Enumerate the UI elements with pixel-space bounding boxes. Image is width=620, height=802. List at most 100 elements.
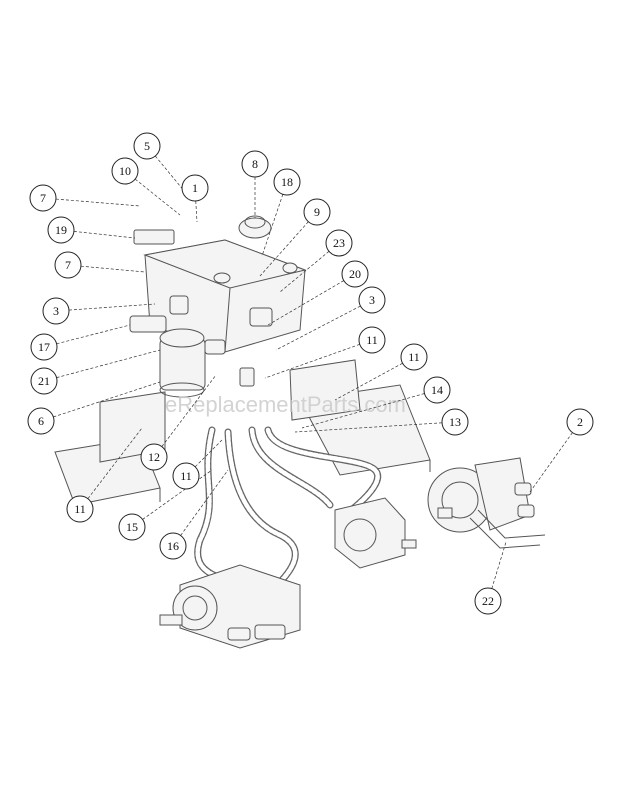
callout-label: 3 <box>53 304 59 318</box>
callout-13: 13 <box>441 408 469 436</box>
callout-circle <box>273 168 301 196</box>
callout-circle <box>341 260 369 288</box>
callout-label: 8 <box>252 157 258 171</box>
drive-pump-left <box>159 564 301 649</box>
callout-16: 16 <box>159 532 187 560</box>
callout-label: 6 <box>38 414 44 428</box>
callout-label: 11 <box>408 350 420 364</box>
callout-circle <box>66 495 94 523</box>
callout-circle <box>423 376 451 404</box>
callout-label: 12 <box>148 450 160 464</box>
callout-circle <box>358 326 386 354</box>
hydraulic-filter <box>159 328 206 398</box>
callout-21: 21 <box>30 367 58 395</box>
callout-8: 8 <box>241 150 269 178</box>
callout-circle <box>303 198 331 226</box>
callout-22: 22 <box>474 587 502 615</box>
callout-circle <box>159 532 187 560</box>
callout-label: 11 <box>74 502 86 516</box>
callout-label: 3 <box>369 293 375 307</box>
leader-line-3 <box>68 303 156 311</box>
callout-3: 3 <box>358 286 386 314</box>
leader-line-17 <box>56 324 131 345</box>
callout-label: 10 <box>119 164 131 178</box>
callout-circle <box>54 251 82 279</box>
callout-5: 5 <box>133 132 161 160</box>
callout-15: 15 <box>118 513 146 541</box>
callout-9: 9 <box>303 198 331 226</box>
callout-label: 2 <box>577 415 583 429</box>
bracket-19 <box>133 229 175 245</box>
leader-line-7 <box>55 198 141 207</box>
wheel-motor-right <box>427 457 546 549</box>
fittings <box>129 295 273 387</box>
callout-circle <box>133 132 161 160</box>
callout-circle <box>181 174 209 202</box>
callout-circle <box>42 297 70 325</box>
callout-label: 15 <box>126 520 138 534</box>
callout-11: 11 <box>400 343 428 371</box>
callout-circle <box>566 408 594 436</box>
callout-6: 6 <box>27 407 55 435</box>
callout-label: 7 <box>65 258 71 272</box>
callout-17: 17 <box>30 333 58 361</box>
leader-line-6 <box>53 381 161 418</box>
callout-label: 18 <box>281 175 293 189</box>
callout-20: 20 <box>341 260 369 288</box>
callout-label: 7 <box>40 191 46 205</box>
frame-rails <box>54 359 431 520</box>
callout-14: 14 <box>423 376 451 404</box>
callout-circle <box>140 443 168 471</box>
callout-circle <box>30 367 58 395</box>
leader-line-21 <box>56 349 161 378</box>
callout-circle <box>29 184 57 212</box>
callout-circle <box>118 513 146 541</box>
callout-circle <box>27 407 55 435</box>
callout-11: 11 <box>66 495 94 523</box>
leader-line-14 <box>301 393 425 429</box>
leader-line-7 <box>80 265 146 273</box>
leader-line-13 <box>294 422 443 433</box>
callout-3: 3 <box>42 297 70 325</box>
leader-line-22 <box>491 541 507 589</box>
callout-circle <box>474 587 502 615</box>
callout-11: 11 <box>172 462 200 490</box>
hoses <box>194 426 382 584</box>
wheel-motor-center <box>334 497 417 569</box>
leader-line-1 <box>195 200 198 223</box>
callout-circle <box>172 462 200 490</box>
callout-label: 1 <box>192 181 198 195</box>
callout-7: 7 <box>54 251 82 279</box>
leader-line-11 <box>264 344 360 379</box>
leader-line-11 <box>194 439 223 468</box>
callout-label: 13 <box>449 415 461 429</box>
watermark-text: eReplacementParts.com <box>165 392 406 417</box>
callout-label: 21 <box>38 374 50 388</box>
leader-line-11 <box>334 362 403 401</box>
callout-circle <box>441 408 469 436</box>
leader-line-15 <box>142 469 213 520</box>
callout-label: 20 <box>349 267 361 281</box>
leader-line-16 <box>180 469 229 536</box>
callout-label: 16 <box>167 539 179 553</box>
leader-lines <box>53 155 573 589</box>
callout-1: 1 <box>181 174 209 202</box>
callout-label: 19 <box>55 223 67 237</box>
callout-label: 9 <box>314 205 320 219</box>
callout-label: 11 <box>366 333 378 347</box>
callout-circle <box>400 343 428 371</box>
callout-circle <box>325 229 353 257</box>
leader-line-3 <box>275 305 361 351</box>
callout-19: 19 <box>47 216 75 244</box>
leader-line-18 <box>261 194 284 257</box>
leader-line-9 <box>259 221 309 277</box>
callout-circle <box>111 157 139 185</box>
callout-label: 17 <box>38 340 50 354</box>
callout-circle <box>358 286 386 314</box>
callout-10: 10 <box>111 157 139 185</box>
leader-line-23 <box>279 251 330 293</box>
callout-circle <box>30 333 58 361</box>
callout-2: 2 <box>566 408 594 436</box>
callout-7: 7 <box>29 184 57 212</box>
